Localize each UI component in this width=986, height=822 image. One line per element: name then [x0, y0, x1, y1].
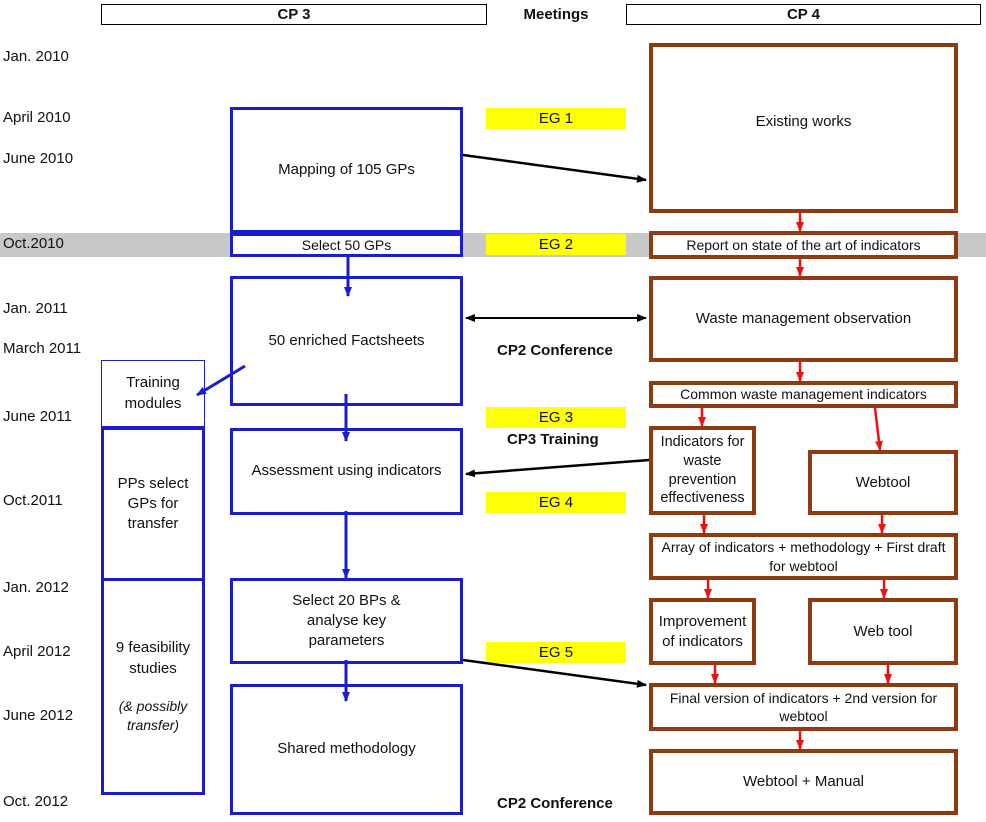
shared-methodology-box: Shared methodology	[230, 684, 463, 815]
improvement-box: Improvement of indicators	[649, 598, 756, 665]
array-indicators-box: Array of indicators + methodology + Firs…	[649, 533, 958, 580]
cp3-training-label: CP3 Training	[507, 431, 599, 448]
arrow-select20-to-final	[462, 658, 647, 688]
eg3-badge: EG 3	[486, 407, 626, 428]
web-tool-box: Web tool	[808, 598, 958, 665]
assessment-box: Assessment using indicators	[230, 428, 463, 515]
feasibility-box: 9 feasibility studies (& possibly transf…	[101, 578, 205, 795]
pps-select-box: PPs select GPs for transfer	[101, 427, 205, 581]
common-indicators-box: Common waste management indicators	[649, 381, 958, 408]
report-state-box: Report on state of the art of indicators	[649, 231, 958, 259]
select-50-box: Select 50 GPs	[230, 233, 463, 257]
eg2-badge: EG 2	[486, 234, 626, 255]
existing-works-box: Existing works	[649, 43, 958, 213]
date-label: April 2012	[3, 643, 71, 660]
date-label: March 2011	[3, 340, 82, 357]
date-label: Oct. 2012	[3, 793, 69, 810]
date-label: June 2011	[3, 408, 72, 425]
eg4-badge: EG 4	[486, 492, 626, 513]
webtool-manual-box: Webtool + Manual	[649, 749, 958, 815]
final-version-box: Final version of indicators + 2nd versio…	[649, 683, 958, 731]
cp4-header: CP 4	[626, 4, 981, 25]
eg1-badge: EG 1	[486, 108, 626, 129]
arrow-factsheets-to-training	[196, 364, 246, 397]
date-label: Jan. 2010	[3, 48, 69, 65]
cp3-header: CP 3	[101, 4, 487, 25]
training-modules-box: Training modules	[101, 360, 205, 427]
factsheets-box: 50 enriched Factsheets	[230, 276, 463, 406]
date-label: June 2010	[3, 150, 74, 167]
date-label: Jan. 2011	[3, 300, 68, 317]
possibly-transfer-label: (& possibly transfer)	[118, 697, 188, 733]
mapping-box: Mapping of 105 GPs	[230, 107, 463, 233]
arrow-red	[873, 407, 883, 451]
date-label: June 2012	[3, 707, 74, 724]
arrow-indicators-to-assessment	[465, 458, 650, 478]
date-label: Jan. 2012	[3, 579, 69, 596]
arrow-mapping-to-existing	[462, 153, 647, 183]
webtool-box: Webtool	[808, 450, 958, 515]
date-label: Oct.2011	[3, 492, 63, 509]
meetings-header: Meetings	[523, 6, 589, 23]
indicators-prevention-box: Indicators for waste prevention effectiv…	[649, 426, 756, 515]
feasibility-label: 9 feasibility studies	[115, 639, 191, 677]
cp2-conference-label: CP2 Conference	[497, 795, 613, 812]
date-label: April 2010	[3, 109, 71, 126]
cp2-conference-label: CP2 Conference	[497, 342, 613, 359]
waste-observation-box: Waste management observation	[649, 276, 958, 362]
select-20-box: Select 20 BPs & analyse key parameters	[230, 578, 463, 664]
eg5-badge: EG 5	[486, 642, 626, 663]
date-label: Oct.2010	[3, 235, 64, 252]
